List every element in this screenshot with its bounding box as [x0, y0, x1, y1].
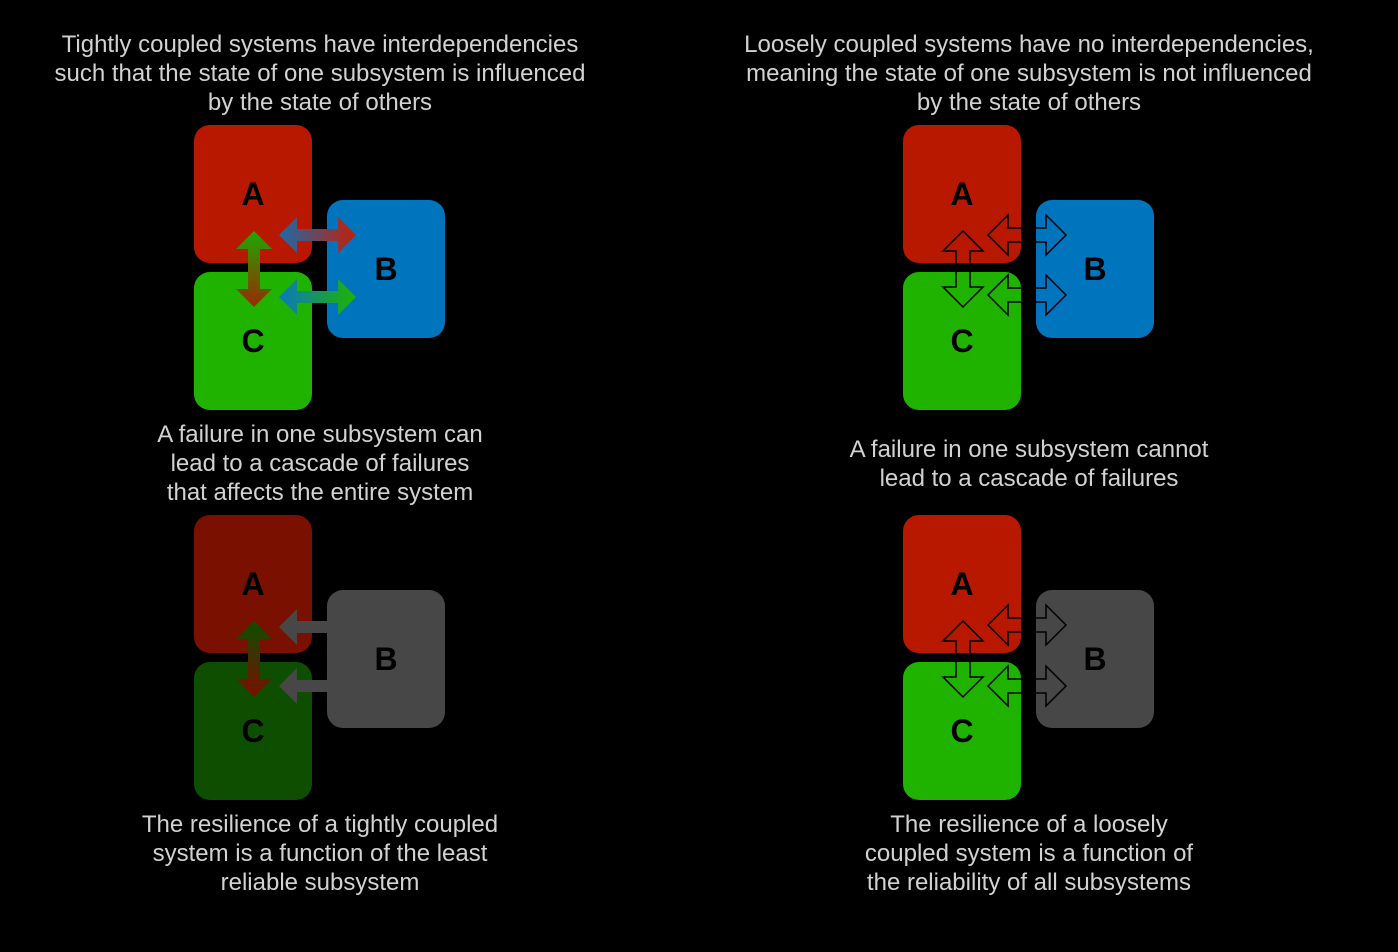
double-arrow-icon: [236, 621, 272, 697]
double-arrow-outline-icon: [986, 603, 1068, 647]
double-arrow-icon: [279, 217, 356, 253]
tight-resilience-caption: The resilience of a tightly coupled syst…: [141, 811, 499, 896]
double-arrow-icon: [279, 279, 356, 315]
double-arrow-outline-icon: [986, 213, 1068, 257]
loose-intro-caption: Loosely coupled systems have no interdep…: [744, 31, 1314, 116]
tight-failure-caption: A failure in one subsystem can lead to a…: [157, 421, 483, 506]
double-arrow-outline-icon: [941, 229, 985, 309]
subsystem-b-box: B: [1036, 590, 1154, 728]
double-arrow-outline-icon: [986, 664, 1068, 708]
double-arrow-icon: [236, 231, 272, 307]
subsystem-b-box: B: [327, 590, 445, 728]
left-arrow-icon: [279, 609, 330, 645]
subsystem-a-box: A: [903, 125, 1021, 263]
double-arrow-outline-icon: [941, 619, 985, 699]
loose-resilience-caption: The resilience of a loosely coupled syst…: [864, 811, 1194, 896]
subsystem-c-box: C: [903, 272, 1021, 410]
tight-intro-caption: Tightly coupled systems have interdepend…: [54, 31, 586, 116]
loose-failure-caption: A failure in one subsystem cannot lead t…: [849, 436, 1209, 492]
subsystem-c-box: C: [903, 662, 1021, 800]
subsystem-b-box: B: [1036, 200, 1154, 338]
left-arrow-icon: [279, 668, 330, 704]
double-arrow-outline-icon: [986, 273, 1068, 317]
subsystem-a-box: A: [903, 515, 1021, 653]
subsystem-b-box: B: [327, 200, 445, 338]
